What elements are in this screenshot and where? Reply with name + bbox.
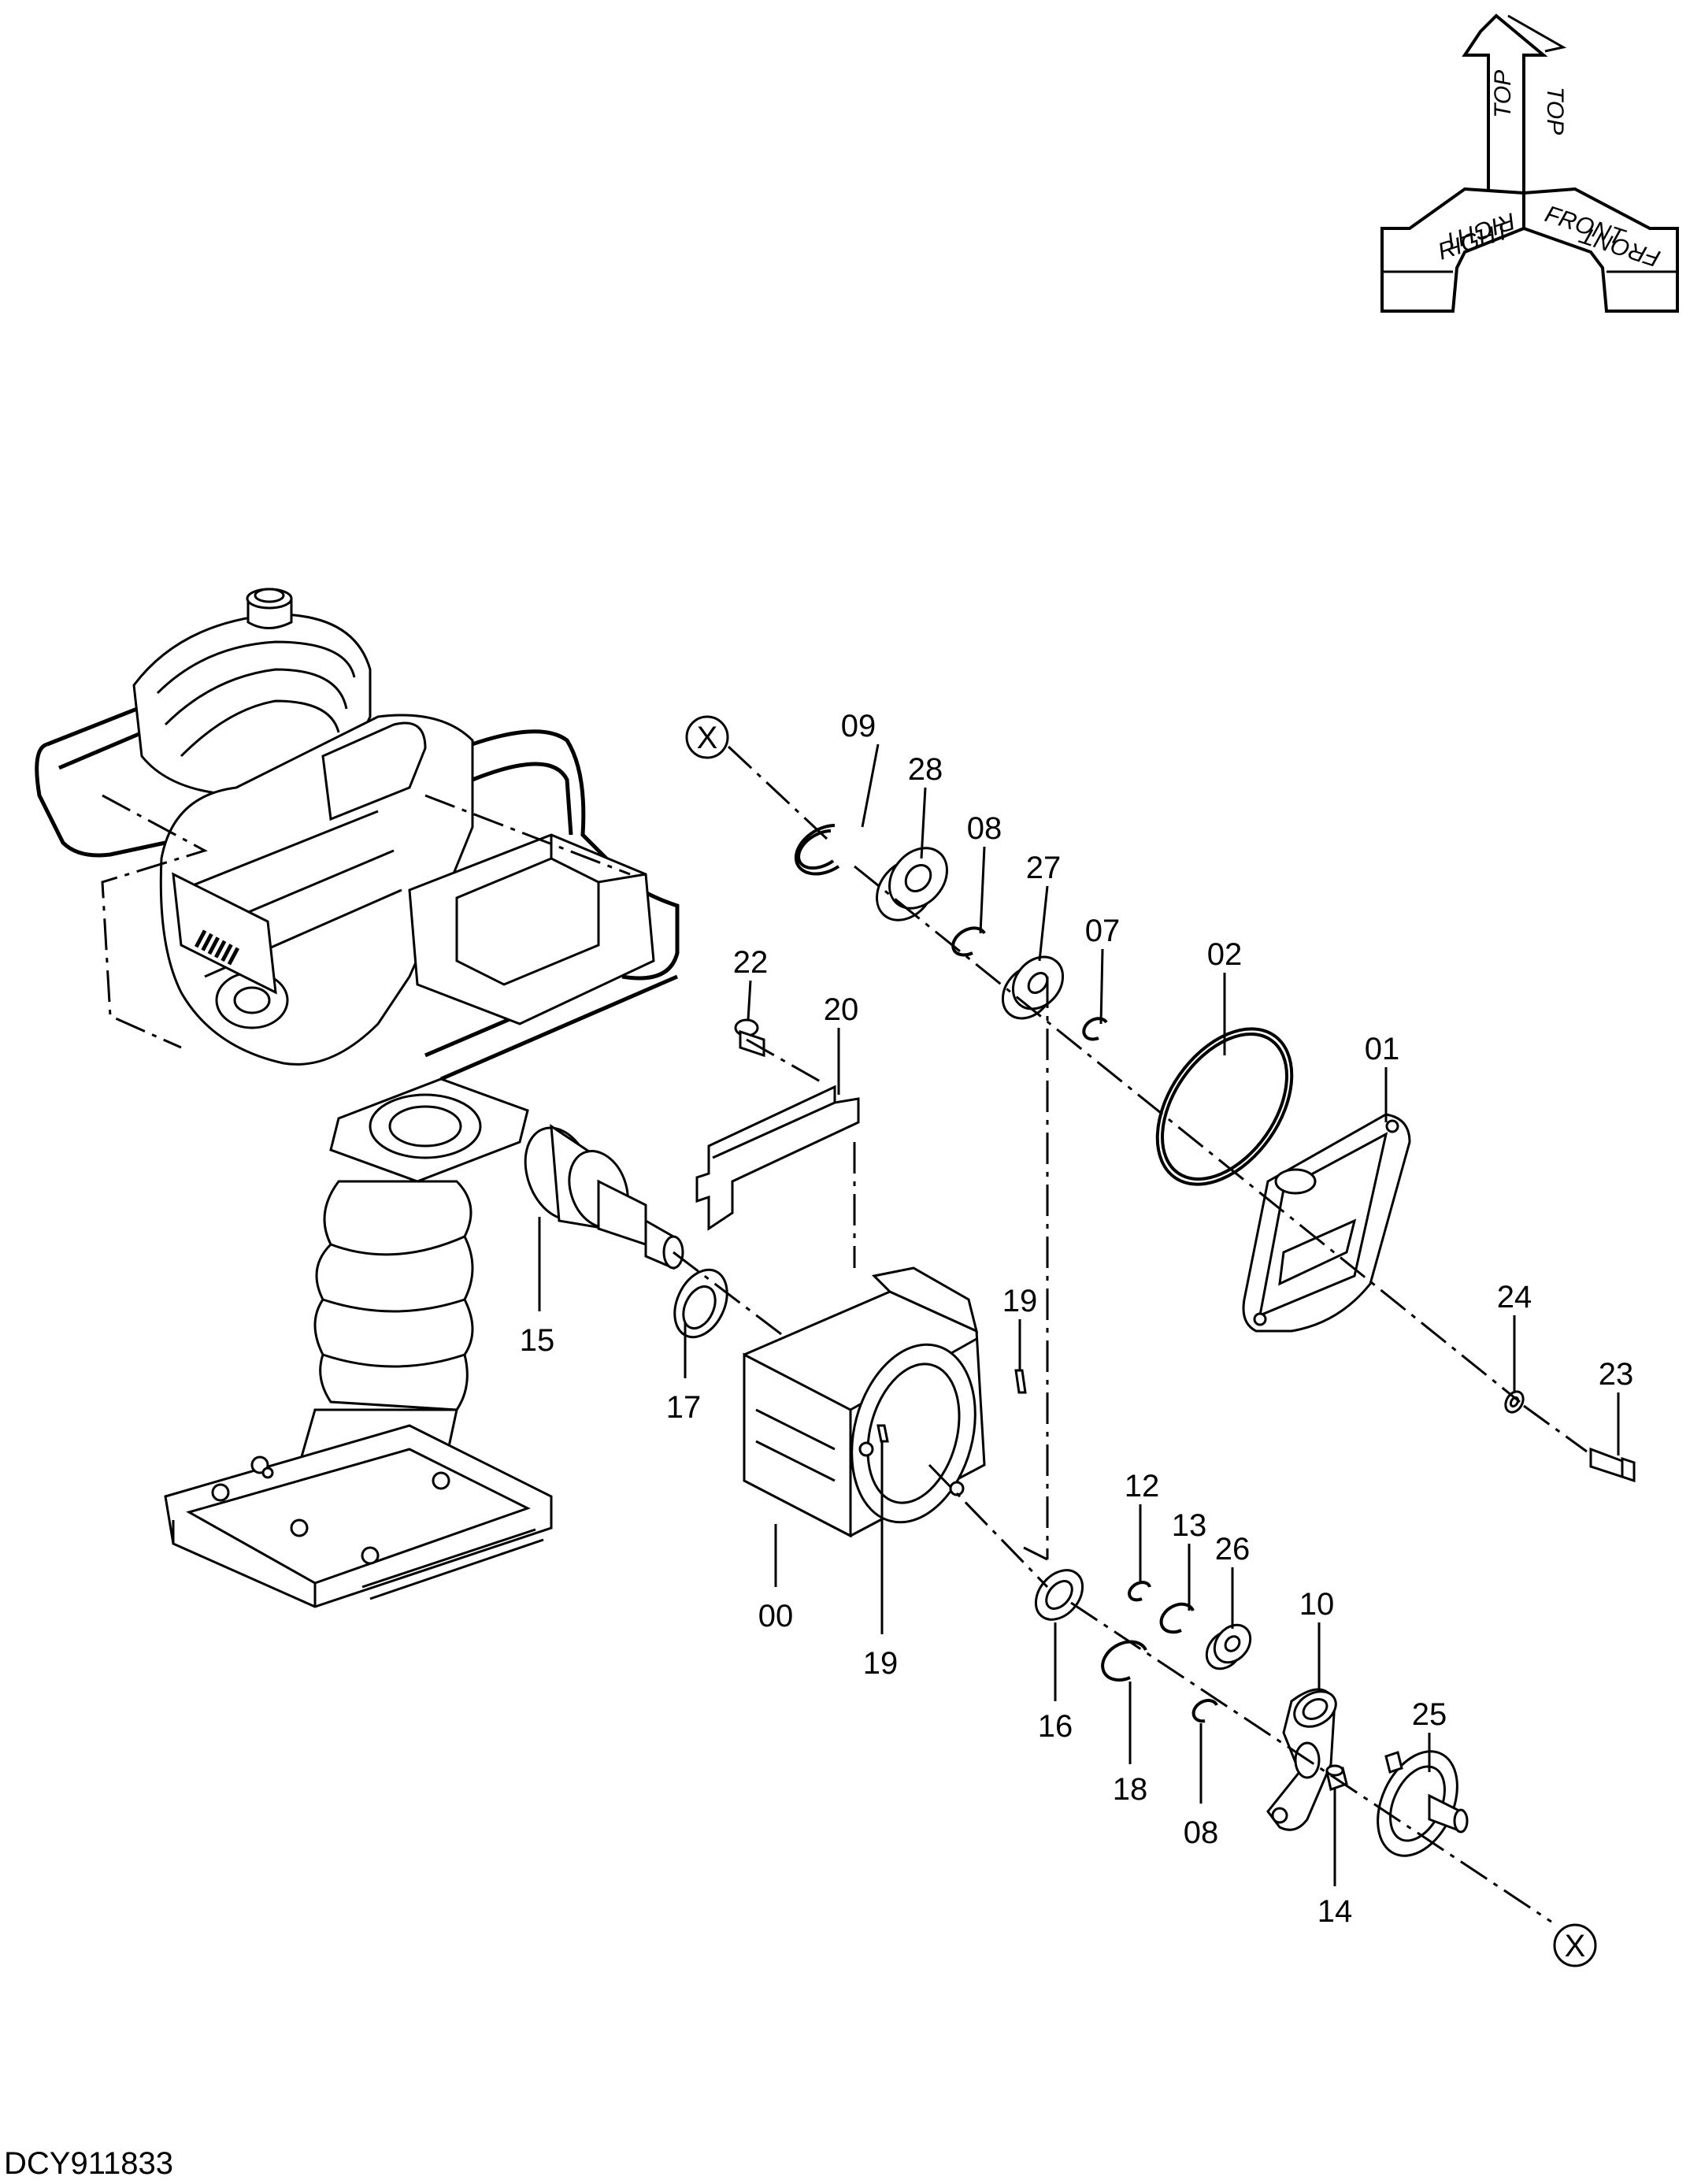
part-12-snap-ring bbox=[1128, 1581, 1151, 1602]
drawing-id: DCY911833 bbox=[4, 2146, 173, 2181]
label-12: 12 bbox=[1125, 1469, 1160, 1504]
label-22: 22 bbox=[733, 945, 769, 980]
assembly-centerlines bbox=[673, 745, 1588, 1923]
part-07-snap-ring bbox=[1082, 1017, 1108, 1041]
label-02: 02 bbox=[1207, 937, 1243, 972]
part-17-seal bbox=[673, 1268, 728, 1339]
part-02-o-ring bbox=[1155, 1027, 1294, 1186]
label-19-lower: 19 bbox=[863, 1646, 899, 1681]
part-01-cover bbox=[1242, 1113, 1411, 1333]
part-14-bushing bbox=[1325, 1764, 1348, 1791]
label-19-upper: 19 bbox=[1002, 1284, 1038, 1318]
label-13: 13 bbox=[1172, 1508, 1207, 1543]
orientation-symbol: TOP TOP RIGHT RIGHT FRONT FRONT bbox=[1380, 13, 1679, 313]
part-13-snap-ring bbox=[1159, 1602, 1195, 1634]
label-20: 20 bbox=[824, 992, 859, 1027]
part-09-snap-ring bbox=[794, 824, 840, 876]
orient-top-label-2: TOP bbox=[1542, 87, 1568, 135]
orient-top-label-1: TOP bbox=[1490, 70, 1516, 118]
part-22-bolt bbox=[734, 1018, 765, 1058]
label-28: 28 bbox=[908, 752, 943, 787]
reference-marker-x-top: X bbox=[685, 715, 729, 759]
part-23-bolt bbox=[1589, 1447, 1636, 1483]
label-25: 25 bbox=[1412, 1697, 1447, 1732]
label-08-upper: 08 bbox=[967, 811, 1002, 846]
part-26-bearing bbox=[1205, 1623, 1252, 1670]
part-08-snap-ring-lower bbox=[1191, 1699, 1218, 1723]
part-number-labels: 09 28 08 27 07 02 01 22 20 19 15 17 24 2… bbox=[520, 709, 1634, 1929]
label-26: 26 bbox=[1215, 1532, 1251, 1567]
part-18-snap-ring bbox=[1101, 1640, 1147, 1682]
leader-lines bbox=[538, 743, 1620, 1886]
part-25-crank-gear bbox=[1377, 1750, 1469, 1857]
rammer-machine: IIIIII bbox=[35, 588, 680, 1608]
label-07: 07 bbox=[1085, 914, 1121, 948]
part-00-housing bbox=[743, 1266, 986, 1538]
marker-x-top-text: X bbox=[697, 721, 718, 755]
part-20-bracket bbox=[695, 1085, 860, 1231]
part-15-shaft bbox=[524, 1124, 684, 1270]
label-10: 10 bbox=[1299, 1587, 1335, 1622]
label-18: 18 bbox=[1113, 1772, 1148, 1807]
label-09: 09 bbox=[841, 709, 876, 743]
label-01: 01 bbox=[1365, 1032, 1400, 1066]
label-00: 00 bbox=[758, 1599, 794, 1633]
label-08-lower: 08 bbox=[1184, 1815, 1219, 1850]
label-23: 23 bbox=[1599, 1357, 1634, 1392]
reference-marker-x-bottom: X bbox=[1553, 1923, 1597, 1967]
label-27: 27 bbox=[1026, 851, 1062, 885]
label-24: 24 bbox=[1497, 1280, 1532, 1314]
marker-x-bottom-text: X bbox=[1565, 1929, 1586, 1963]
label-14: 14 bbox=[1317, 1894, 1353, 1929]
part-28-bearing bbox=[876, 847, 948, 921]
part-27-bearing bbox=[1001, 955, 1065, 1020]
label-17: 17 bbox=[666, 1390, 702, 1425]
part-16-seal bbox=[1034, 1569, 1084, 1621]
label-16: 16 bbox=[1038, 1709, 1073, 1744]
label-15: 15 bbox=[520, 1323, 555, 1358]
part-24-washer bbox=[1504, 1390, 1525, 1414]
part-08-snap-ring-upper bbox=[951, 926, 986, 957]
